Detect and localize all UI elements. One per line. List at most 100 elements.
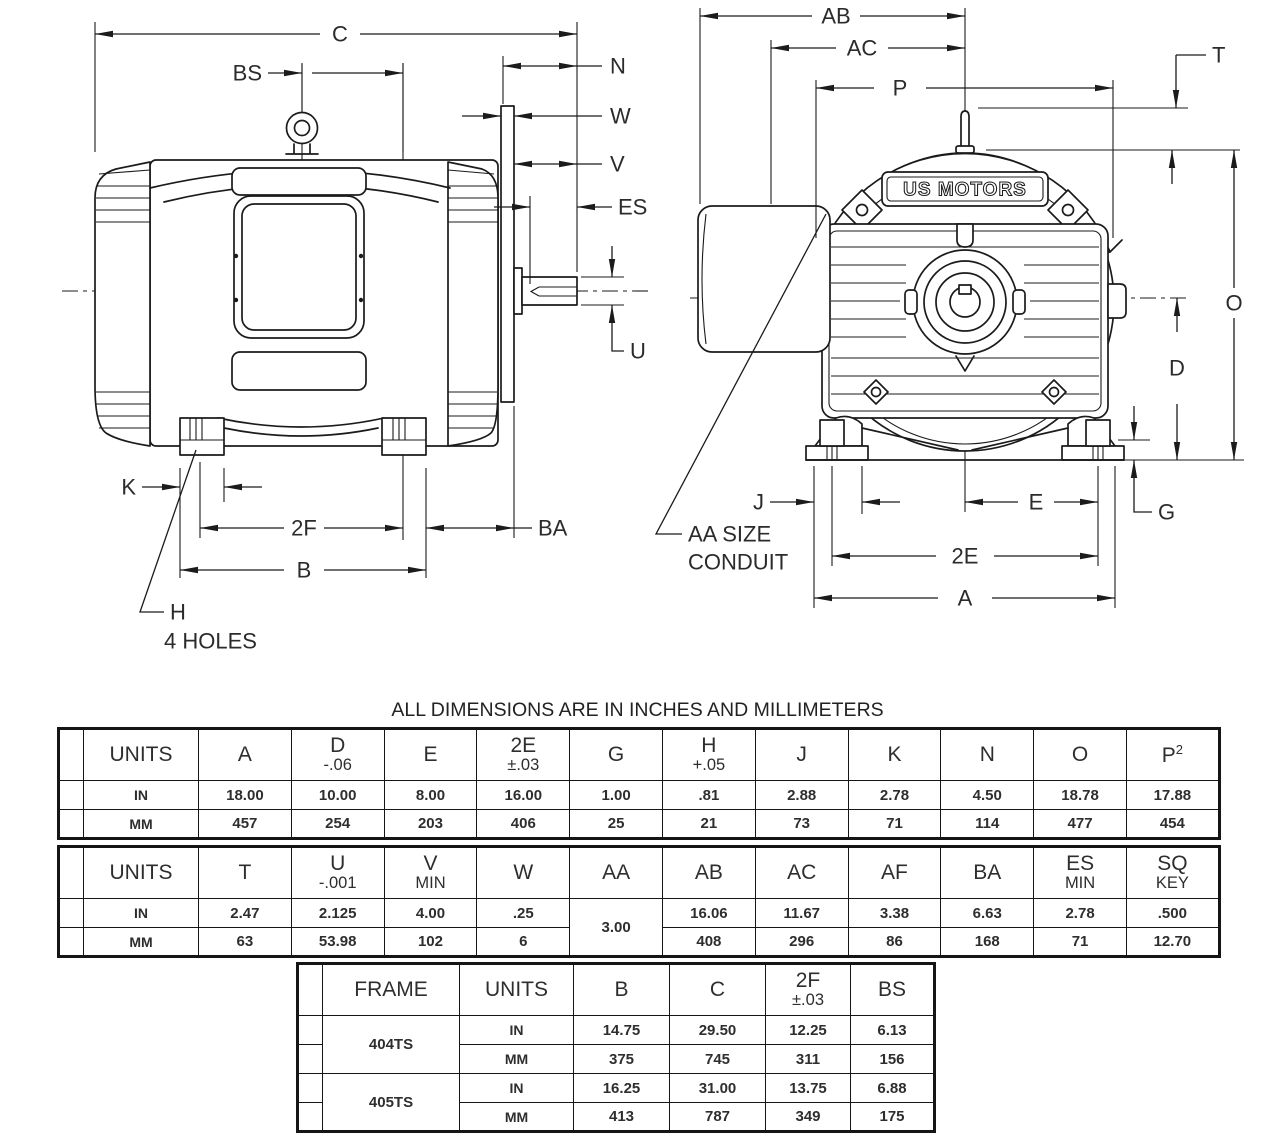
dim-label-g: G <box>1158 500 1175 525</box>
dim-label-ac: AC <box>847 36 878 61</box>
units-cell: MM <box>83 809 199 839</box>
spacer-cell <box>297 1015 323 1045</box>
cell: 16.25 <box>573 1073 670 1103</box>
cell: 156 <box>850 1044 935 1074</box>
col-header: G <box>569 728 663 781</box>
table-row: IN 18.00 10.00 8.00 16.00 1.00 .81 2.88 … <box>58 780 1220 810</box>
lifting-eye-icon <box>285 111 319 155</box>
col-header: AC <box>754 846 849 899</box>
cell: 175 <box>850 1102 935 1132</box>
cell: 6.63 <box>940 898 1035 928</box>
spacer-cell <box>297 963 323 1016</box>
cell: 296 <box>754 927 849 957</box>
col-header: C <box>669 963 766 1016</box>
col-header: AF <box>847 846 942 899</box>
cell: 12.25 <box>765 1015 851 1045</box>
table-row: 404TS IN 14.75 29.50 12.25 6.13 <box>297 1015 935 1074</box>
cell: 375 <box>573 1044 670 1074</box>
cell: 31.00 <box>669 1073 766 1103</box>
cell: .25 <box>476 898 571 928</box>
units-cell: MM <box>459 1044 574 1074</box>
cell: 18.00 <box>198 780 292 810</box>
cell: 349 <box>765 1102 851 1132</box>
cell: 21 <box>661 809 756 839</box>
col-header: FRAME <box>322 963 460 1016</box>
cell: 2.125 <box>290 898 385 928</box>
cell: 25 <box>569 809 663 839</box>
col-header: K <box>847 728 942 781</box>
side-view-drawing: C BS N W V ES U K <box>62 22 650 654</box>
cell: 6.13 <box>850 1015 935 1045</box>
cell: 6 <box>476 927 571 957</box>
col-header: W <box>476 846 571 899</box>
col-header: AB <box>661 846 756 899</box>
table-row: MM 375 745 311 156 <box>297 1044 935 1074</box>
mounting-foot <box>179 417 427 456</box>
conduit-note-line1: AA SIZE <box>688 522 771 547</box>
cell: 29.50 <box>669 1015 766 1045</box>
cell: 457 <box>198 809 292 839</box>
units-cell: MM <box>83 927 199 957</box>
dim-label-o: O <box>1225 291 1242 316</box>
units-cell: MM <box>459 1102 574 1132</box>
dim-label-ab: AB <box>821 4 850 29</box>
dim-label-p: P <box>893 76 908 101</box>
col-header: BS <box>850 963 935 1016</box>
col-header: D-.06 <box>290 728 385 781</box>
cell: 477 <box>1033 809 1127 839</box>
dim-label-u: U <box>630 339 646 364</box>
frame-dimension-table: FRAME UNITS B C 2F±.03 BS 404TS IN 14.75… <box>296 962 936 1133</box>
cell: .500 <box>1125 898 1220 928</box>
dim-label-t: T <box>1212 43 1225 68</box>
col-header: UNITS <box>83 728 199 781</box>
dim-label-es: ES <box>618 195 647 220</box>
dim-label-j: J <box>753 490 764 515</box>
dim-label-2e: 2E <box>952 544 979 569</box>
cell: 18.78 <box>1033 780 1127 810</box>
cell: 73 <box>754 809 849 839</box>
cell: 4.00 <box>383 898 478 928</box>
cell: 14.75 <box>573 1015 670 1045</box>
conduit-note-line2: CONDUIT <box>688 550 788 575</box>
cell: 203 <box>383 809 478 839</box>
dim-label-d: D <box>1169 356 1185 381</box>
cell: .81 <box>661 780 756 810</box>
table-row: FRAME UNITS B C 2F±.03 BS <box>297 963 935 1016</box>
col-header: BA <box>940 846 1035 899</box>
spacer-cell <box>58 809 84 839</box>
table-row: IN 2.47 2.125 4.00 .25 3.00 16.06 11.67 … <box>58 898 1220 957</box>
dim-label-ba: BA <box>538 516 568 541</box>
cell: 86 <box>847 927 942 957</box>
table-row: 405TS IN 16.25 31.00 13.75 6.88 <box>297 1073 935 1132</box>
cell: 311 <box>765 1044 851 1074</box>
cell: 114 <box>940 809 1035 839</box>
cell-merged-aa: 3.00 <box>569 898 663 957</box>
table-row: MM 63 53.98 102 6 408 296 86 168 71 12.7… <box>58 927 1220 957</box>
col-header: 2E±.03 <box>476 728 571 781</box>
cell: 408 <box>661 927 756 957</box>
col-header: E <box>383 728 478 781</box>
units-cell: IN <box>459 1015 574 1045</box>
dim-label-2f: 2F <box>291 516 317 541</box>
cell: 53.98 <box>290 927 385 957</box>
dim-label-w: W <box>610 104 631 129</box>
spacer-cell <box>58 780 84 810</box>
table-row: MM 413 787 349 175 <box>297 1102 935 1132</box>
brand-plate: US MOTORS <box>903 180 1027 201</box>
cell: 168 <box>940 927 1035 957</box>
col-header: AA <box>569 846 663 899</box>
table-row: UNITS A D-.06 E 2E±.03 G H+.05 J K N O P… <box>58 728 1220 781</box>
dimension-table-1: UNITS A D-.06 E 2E±.03 G H+.05 J K N O P… <box>57 727 1221 840</box>
col-header: UNITS <box>459 963 574 1016</box>
cell: 16.06 <box>661 898 756 928</box>
cell: 11.67 <box>754 898 849 928</box>
dim-label-b: B <box>297 558 312 583</box>
col-header: U-.001 <box>290 846 385 899</box>
cell: 6.88 <box>850 1073 935 1103</box>
cell: 406 <box>476 809 571 839</box>
frame-cell: 405TS <box>322 1073 460 1132</box>
spacer-cell <box>58 728 84 781</box>
col-header: J <box>754 728 849 781</box>
table-row: MM 457 254 203 406 25 21 73 71 114 477 4… <box>58 809 1220 839</box>
